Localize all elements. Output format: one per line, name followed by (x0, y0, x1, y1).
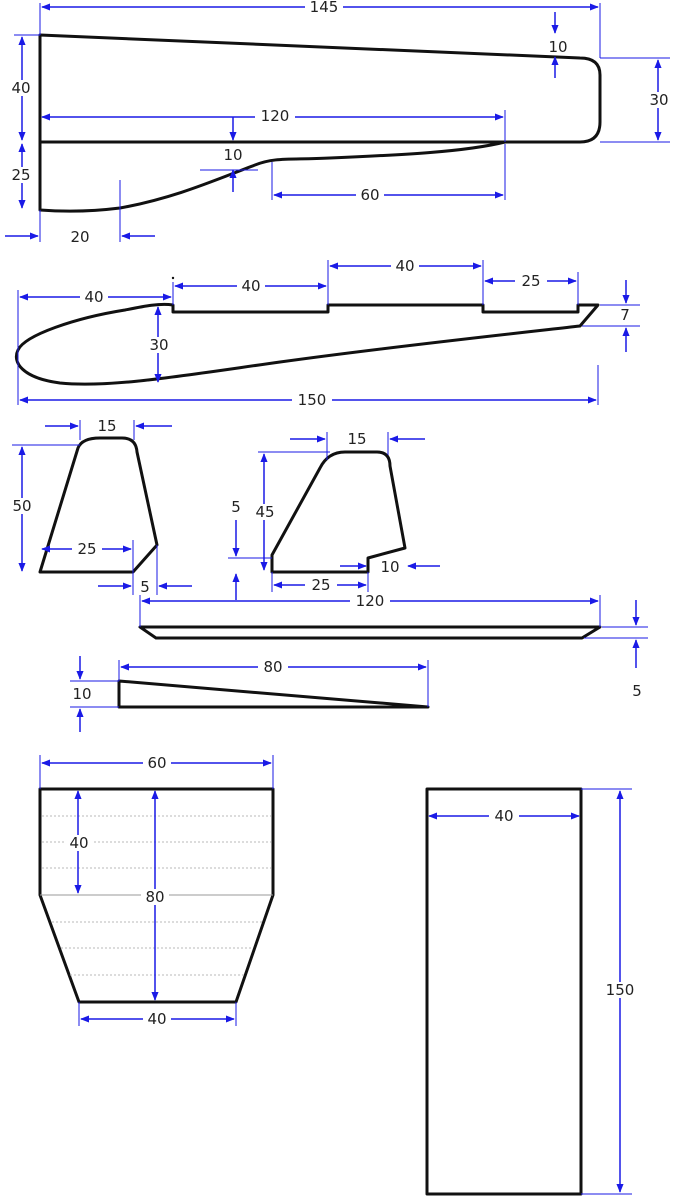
dim-fin-a-top-label: 15 (97, 417, 116, 435)
dim-wing-front-offset-label: 20 (70, 228, 89, 246)
dim-wing-root-height-label: 40 (11, 79, 30, 97)
fuselage-outline (15, 302, 600, 386)
dim-wing-length-label: 145 (310, 0, 339, 16)
dim-board-width-label: 40 (494, 807, 513, 825)
dim-fin-b-step-label: 5 (231, 498, 241, 516)
dim-fin-a-offset-label: 5 (140, 578, 150, 596)
dim-wing-gap-label: 10 (223, 146, 242, 164)
dim-fin-b-height-label: 45 (255, 503, 274, 521)
dim-strip-length-label: 120 (356, 592, 385, 610)
dim-fuselage-height-label: 30 (149, 336, 168, 354)
dim-fin-b-notch-label: 10 (380, 558, 399, 576)
dim-fuselage-slot-2-label: 40 (395, 257, 414, 275)
dim-fuselage-length-label: 150 (298, 391, 327, 409)
dim-plate-top-label: 60 (147, 754, 166, 772)
dim-wing-inner-length-label: 120 (261, 107, 290, 125)
dim-fuselage-slot-1-label: 40 (241, 277, 260, 295)
dim-wing-tip-height-label: 30 (649, 91, 668, 109)
wedge-part: 80 10 (70, 656, 430, 732)
strip-outline (138, 625, 602, 640)
wedge-outline (117, 679, 430, 709)
plate-part: 60 40 80 40 (38, 754, 275, 1028)
dim-wing-curve-run-label: 60 (360, 186, 379, 204)
dim-fin-a-base-label: 25 (77, 540, 96, 558)
dim-fin-b-base-label: 25 (311, 576, 330, 594)
board-part: 40 150 (425, 787, 638, 1196)
board-outline (425, 787, 583, 1196)
wing-part: 145 10 40 25 30 120 10 (5, 0, 673, 246)
dim-fuselage-nose-label: 40 (84, 288, 103, 306)
dim-wedge-length-label: 80 (263, 658, 282, 676)
fin-a-part: 15 50 25 5 (8, 417, 192, 596)
dim-fin-a-height-label: 50 (12, 497, 31, 515)
dim-wing-lower-depth-label: 25 (11, 166, 30, 184)
dim-strip-thickness-label: 5 (632, 682, 642, 700)
dim-fin-b-top-label: 15 (347, 430, 366, 448)
strip-part: 120 5 (138, 592, 648, 700)
dim-board-height-label: 150 (606, 981, 635, 999)
fin-b-part: 15 45 5 25 10 (228, 430, 440, 600)
fuselage-mark (171, 276, 175, 280)
dim-plate-total-height-label: 80 (145, 888, 164, 906)
dim-plate-bottom-label: 40 (147, 1010, 166, 1028)
dim-plate-rect-height-label: 40 (69, 834, 88, 852)
fin-a-outline (38, 436, 159, 574)
wing-outline (38, 33, 602, 213)
dim-fuselage-slot-3-label: 25 (521, 272, 540, 290)
dim-wedge-height-label: 10 (72, 685, 91, 703)
dim-fuselage-tail-height-label: 7 (620, 306, 630, 324)
fuselage-part: 40 40 40 25 7 30 150 (15, 257, 640, 409)
dim-wing-tip-step-label: 10 (548, 38, 567, 56)
fin-b-outline (270, 450, 407, 574)
